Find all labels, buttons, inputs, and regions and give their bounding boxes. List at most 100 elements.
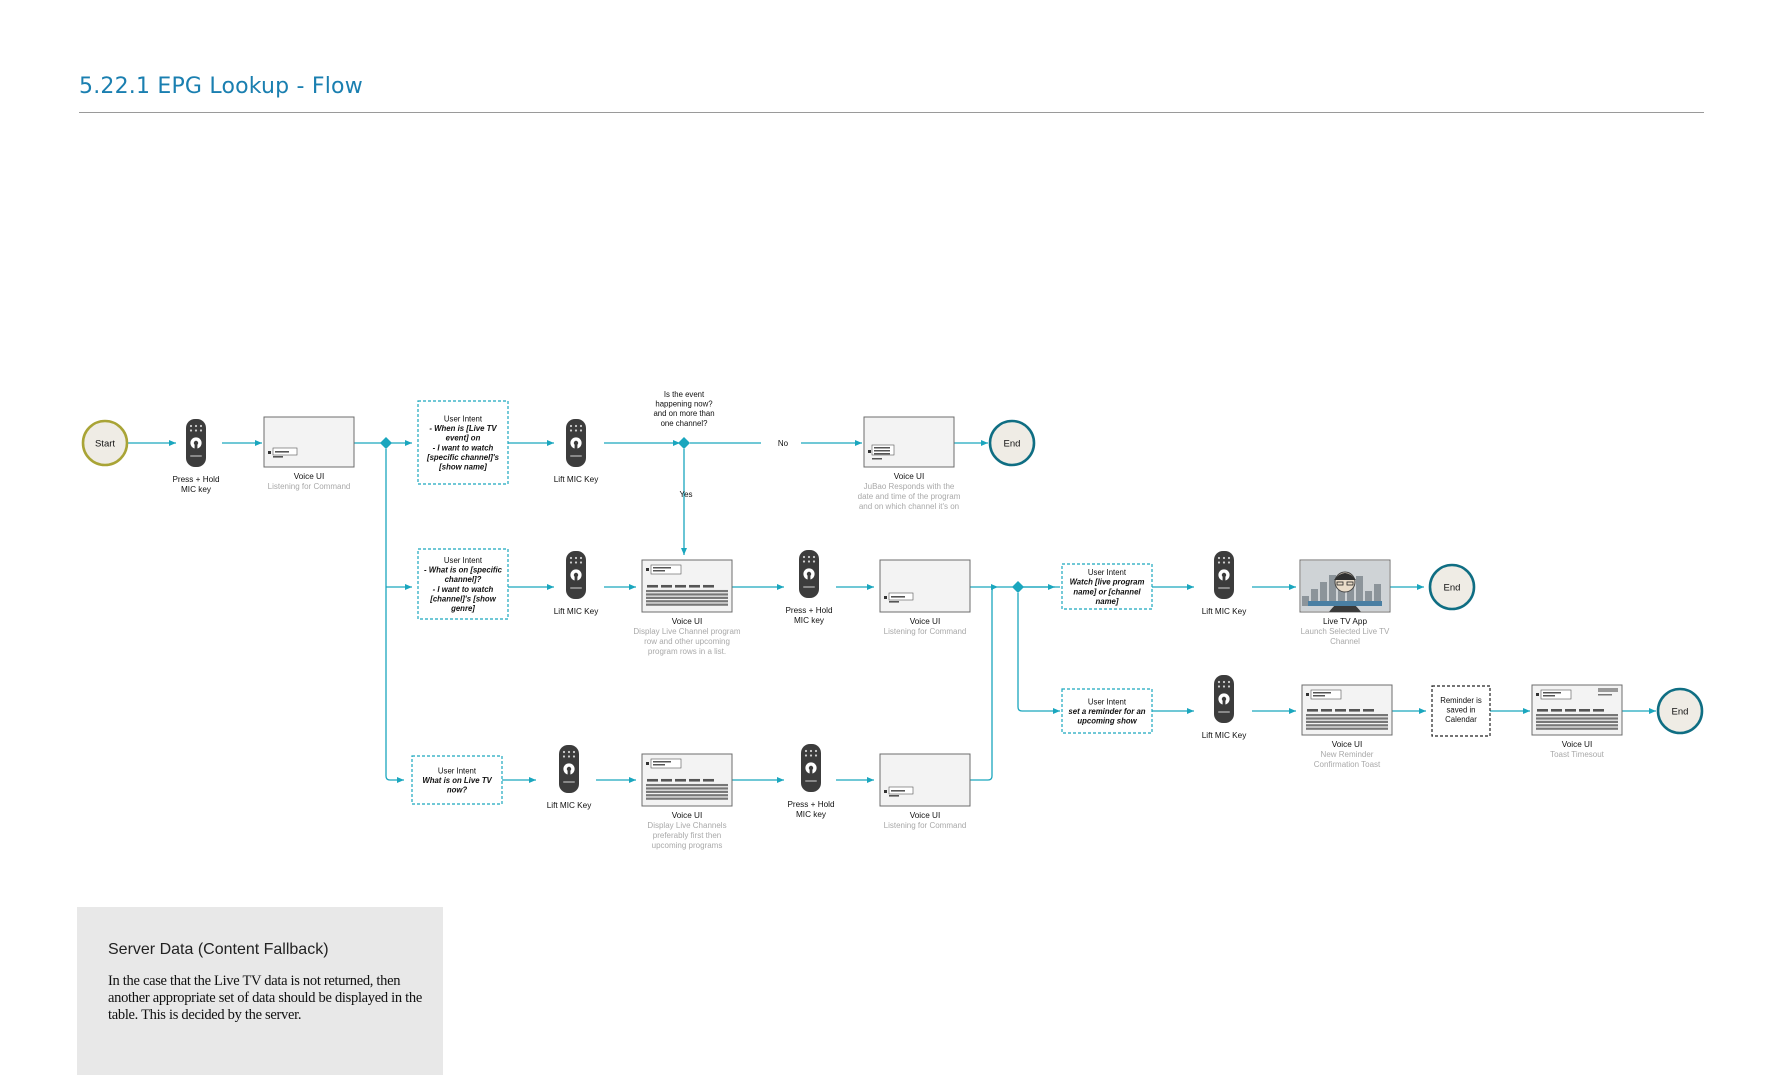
screen-frame bbox=[879, 559, 971, 613]
toast-text bbox=[1598, 694, 1612, 696]
toast-badge bbox=[1598, 688, 1618, 692]
tv-building bbox=[1329, 575, 1336, 606]
tv-building bbox=[1320, 582, 1327, 606]
screen-thumbnail bbox=[641, 559, 733, 613]
remote-label: Lift MIC Key bbox=[547, 801, 592, 810]
remote-mic bbox=[574, 576, 578, 582]
remote-icon bbox=[186, 419, 206, 467]
screen-caption-line: date and time of the program bbox=[858, 492, 961, 501]
user-intent-line: [specific channel]'s bbox=[426, 453, 500, 462]
list-row bbox=[1306, 727, 1388, 730]
screen-caption-line: JuBao Responds with the bbox=[864, 482, 955, 491]
decision-diamond bbox=[380, 437, 392, 449]
remote-button bbox=[804, 754, 808, 757]
remote-icon bbox=[1214, 551, 1234, 599]
remote-label-line: Lift MIC Key bbox=[554, 475, 599, 484]
list-row bbox=[646, 794, 728, 797]
list-header bbox=[689, 778, 700, 782]
end-node bbox=[1428, 563, 1476, 611]
remote-button bbox=[1222, 561, 1226, 564]
screen-thumbnail bbox=[263, 416, 355, 468]
remote-label: Lift MIC Key bbox=[1202, 607, 1247, 616]
remote-button bbox=[807, 555, 811, 559]
list-header bbox=[1565, 709, 1576, 712]
remote-icon bbox=[799, 550, 819, 598]
user-intent-box bbox=[1061, 563, 1153, 610]
remote-button bbox=[1227, 685, 1231, 688]
decision-question-line: and on more than bbox=[653, 409, 714, 418]
list-header bbox=[1537, 709, 1548, 712]
end-node bbox=[1656, 687, 1704, 735]
screen-mark bbox=[646, 568, 649, 571]
list-row bbox=[1306, 720, 1388, 723]
screen-caption-line: program rows in a list. bbox=[648, 647, 726, 656]
remote-button bbox=[199, 429, 203, 432]
user-intent-line: User Intent bbox=[444, 415, 483, 424]
screen-mark bbox=[884, 596, 887, 599]
tv-building bbox=[1311, 589, 1318, 606]
user-intent-line: What is on Live TV bbox=[422, 776, 492, 785]
screen-thumbnail bbox=[863, 416, 955, 468]
yes-label-line: Yes bbox=[679, 490, 692, 499]
screen-text bbox=[653, 764, 665, 766]
note-title: Server Data (Content Fallback) bbox=[108, 941, 329, 958]
calendar-box-text-line: Calendar bbox=[1445, 715, 1477, 724]
user-intent-line: now? bbox=[447, 786, 468, 795]
screen-caption-line: Confirmation Toast bbox=[1314, 760, 1381, 769]
screen-title: Voice UI bbox=[672, 811, 703, 820]
list-header bbox=[647, 584, 658, 588]
tv-building bbox=[1365, 591, 1372, 606]
user-intent-line: genre] bbox=[450, 604, 475, 613]
no-label: No bbox=[778, 439, 789, 448]
remote-icon bbox=[1214, 675, 1234, 723]
user-intent-line: upcoming show bbox=[1077, 717, 1137, 726]
tv-lower-third bbox=[1308, 601, 1382, 606]
list-header bbox=[647, 778, 658, 782]
remote-button bbox=[199, 424, 203, 428]
list-header bbox=[1307, 709, 1318, 712]
tv-building bbox=[1338, 590, 1345, 606]
remote-bar bbox=[803, 586, 815, 588]
remote-button bbox=[189, 424, 193, 428]
screen-mark bbox=[646, 762, 649, 765]
screen-caption-line: Listening for Command bbox=[268, 482, 351, 491]
list-header bbox=[689, 584, 700, 588]
list-header bbox=[1349, 709, 1360, 712]
screen-text bbox=[1543, 695, 1555, 697]
screen-thumbnail bbox=[1299, 559, 1391, 613]
screen-mark bbox=[1306, 693, 1309, 696]
remote-button bbox=[574, 556, 578, 560]
list-row bbox=[646, 593, 728, 596]
screen-caption-line: Display Live Channel program bbox=[633, 627, 741, 636]
remote-mic bbox=[574, 444, 578, 450]
screen-text bbox=[1313, 695, 1325, 697]
list-row bbox=[1306, 724, 1388, 727]
remote-button bbox=[1217, 556, 1221, 560]
list-header bbox=[1335, 709, 1346, 712]
list-row bbox=[646, 787, 728, 790]
note-body: In the case that the Live TV data is not… bbox=[108, 973, 422, 1023]
screen-text bbox=[891, 790, 905, 792]
list-row bbox=[646, 790, 728, 793]
tv-building bbox=[1302, 596, 1309, 606]
remote-button bbox=[807, 560, 811, 563]
remote-button bbox=[1222, 556, 1226, 560]
remote-button bbox=[574, 424, 578, 428]
user-intent-line: set a reminder for an bbox=[1068, 707, 1145, 716]
remote-button bbox=[1227, 680, 1231, 684]
screen-text bbox=[872, 458, 882, 460]
remote-label: Lift MIC Key bbox=[554, 607, 599, 616]
remote-button bbox=[1227, 561, 1231, 564]
screen-caption-line: Listening for Command bbox=[884, 821, 967, 830]
remote-mic bbox=[194, 444, 198, 450]
list-header bbox=[1551, 709, 1562, 712]
list-row bbox=[1536, 727, 1618, 730]
screen-title: Voice UI bbox=[672, 617, 703, 626]
remote-label-line: Lift MIC Key bbox=[1202, 607, 1247, 616]
no-label-line: No bbox=[778, 439, 789, 448]
remote-icon bbox=[566, 551, 586, 599]
remote-label-line: Lift MIC Key bbox=[554, 607, 599, 616]
screen-text bbox=[653, 570, 665, 572]
